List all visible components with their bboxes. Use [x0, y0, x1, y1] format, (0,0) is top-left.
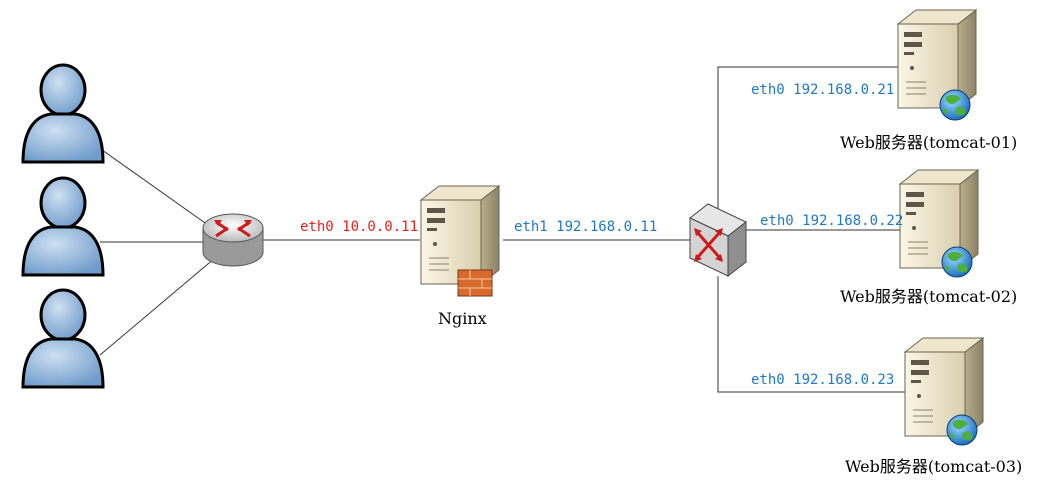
- user-icon: [21, 288, 105, 389]
- user-icon: [21, 63, 105, 164]
- switch-icon: [689, 203, 747, 278]
- user-icon: [21, 176, 105, 277]
- link-user1-router: [94, 144, 216, 231]
- link-user3-router: [99, 257, 216, 356]
- link-switch-web3: [717, 276, 905, 393]
- link-label-web2: eth0 192.168.0.22: [760, 213, 904, 229]
- web-server-label: Web服务器(tomcat-02): [840, 287, 1018, 306]
- link-label-router-nginx: eth0 10.0.0.11: [300, 219, 419, 235]
- server-firewall-icon: [420, 185, 500, 297]
- server-globe-icon: [897, 9, 977, 121]
- web-server-label: Web服务器(tomcat-03): [845, 457, 1023, 476]
- server-globe-icon: [904, 337, 984, 446]
- link-label-nginx-switch: eth1 192.168.0.11: [514, 219, 658, 235]
- server-globe-icon: [899, 169, 979, 278]
- router-icon: [202, 213, 264, 267]
- nginx-label: Nginx: [438, 309, 487, 328]
- link-switch-web1: [717, 66, 898, 210]
- web-server-label: Web服务器(tomcat-01): [840, 133, 1018, 152]
- link-label-web1: eth0 192.168.0.21: [751, 82, 895, 98]
- link-label-web3: eth0 192.168.0.23: [751, 372, 895, 388]
